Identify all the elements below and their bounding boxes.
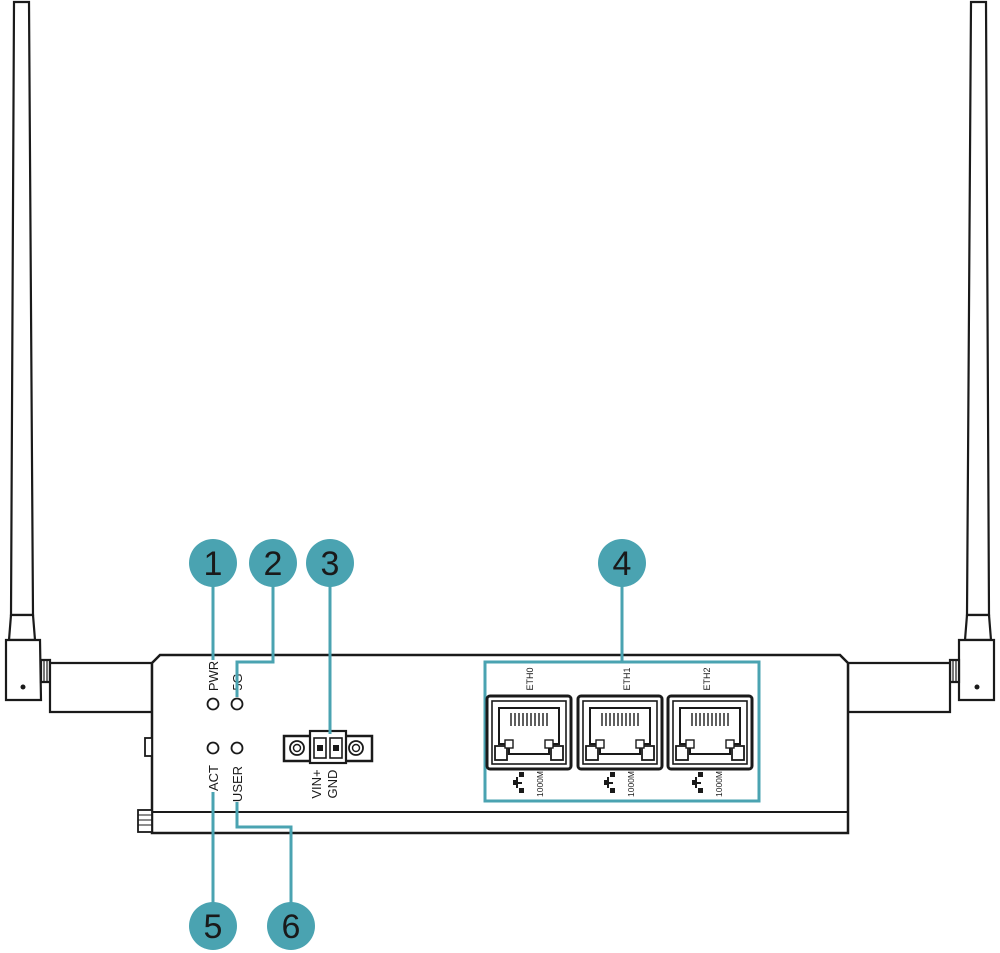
left-antenna: [4, 0, 154, 714]
svg-text:5: 5: [204, 908, 223, 946]
callout-badge-2: 2: [249, 539, 297, 587]
eth2-speed-label: 1000M: [714, 771, 724, 797]
network-icon: [513, 772, 524, 793]
svg-text:6: 6: [282, 908, 301, 946]
callout-badge-6: 6: [267, 902, 315, 950]
network-icon: [692, 772, 703, 793]
callout-badge-3: 3: [306, 539, 354, 587]
leader-line-6: [235, 802, 293, 904]
svg-text:1: 1: [204, 545, 223, 583]
callout-badge-5: 5: [189, 902, 237, 950]
ethernet-port-eth2[interactable]: [666, 694, 754, 771]
power-terminal-block: VIN+ GND: [282, 729, 374, 799]
power-gnd-label: GND: [325, 770, 340, 799]
svg-text:3: 3: [321, 545, 340, 583]
eth0-speed-label: 1000M: [535, 771, 545, 797]
eth0-label: ETH0: [525, 667, 535, 690]
svg-text:4: 4: [613, 545, 632, 583]
power-vin-label: VIN+: [309, 769, 324, 798]
svg-text:2: 2: [264, 545, 283, 583]
led-pwr-label: PWR: [206, 661, 221, 691]
right-antenna: [846, 0, 996, 714]
led-user: [230, 741, 244, 755]
led-pwr: [206, 697, 220, 711]
network-icon: [604, 772, 615, 793]
leader-line-2: [235, 586, 275, 697]
led-5g: [230, 697, 244, 711]
ethernet-port-group: ETH0 1000M ETH1: [483, 660, 761, 803]
callout-badges: 1 2 3 4 5 6: [189, 539, 646, 950]
led-act: [206, 741, 220, 755]
ethernet-port-eth0[interactable]: [485, 694, 573, 771]
led-act-label: ACT: [206, 765, 221, 791]
eth1-label: ETH1: [622, 667, 632, 690]
led-user-label: USER: [230, 766, 245, 802]
led-group: PWR 5G ACT USER: [206, 661, 245, 802]
callout-leader-lines: [211, 586, 624, 904]
callout-badge-1: 1: [189, 539, 237, 587]
callout-badge-4: 4: [598, 539, 646, 587]
eth1-speed-label: 1000M: [626, 771, 636, 797]
ethernet-port-eth1[interactable]: [576, 694, 664, 771]
eth2-label: ETH2: [702, 667, 712, 690]
